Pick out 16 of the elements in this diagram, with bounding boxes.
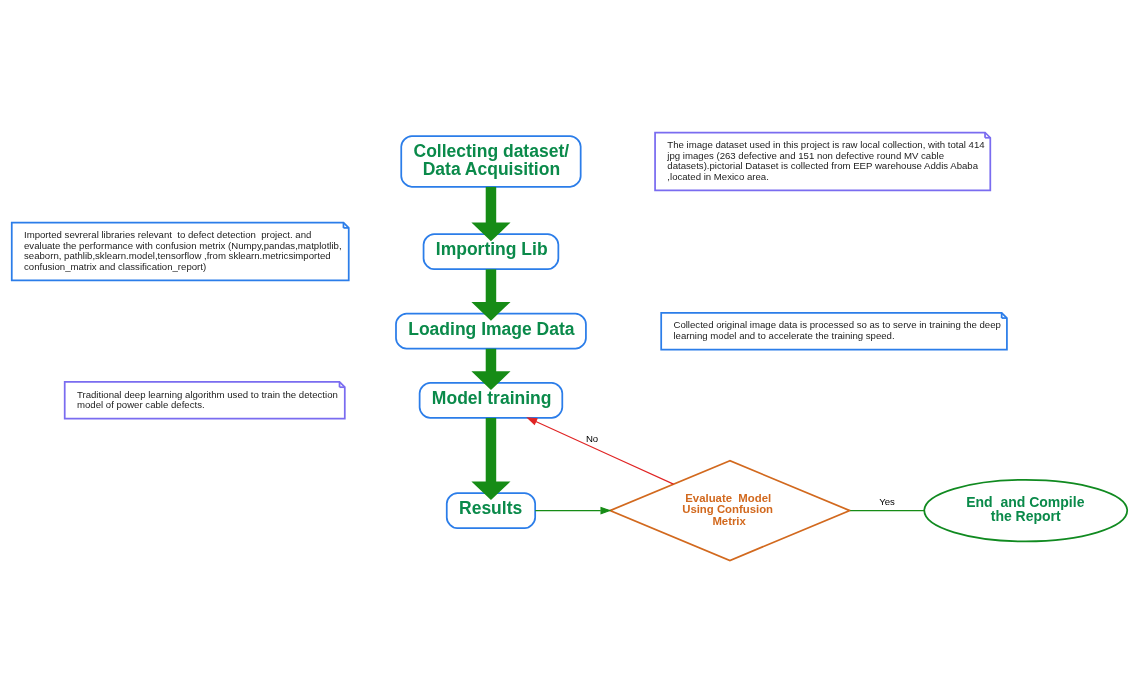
arrow <box>471 417 511 501</box>
arrow <box>534 506 612 515</box>
connector <box>849 510 925 512</box>
node-box: Results <box>445 492 537 529</box>
arrow <box>471 269 511 321</box>
edge-label: Yes <box>879 496 895 508</box>
edge-label: No <box>585 433 599 445</box>
node-ellipse: End and Compile the Report <box>923 478 1129 543</box>
node-box: Model training <box>418 381 564 419</box>
arrow <box>471 348 511 390</box>
node-box: Collecting dataset/ Data Acquisition <box>400 135 582 188</box>
arrow <box>526 417 675 485</box>
node-box: Loading Image Data <box>395 312 587 350</box>
node-diamond: Evaluate Model Using Confusion Metrix <box>607 459 853 562</box>
arrow <box>471 186 511 242</box>
node-box: Importing Lib <box>422 233 560 270</box>
